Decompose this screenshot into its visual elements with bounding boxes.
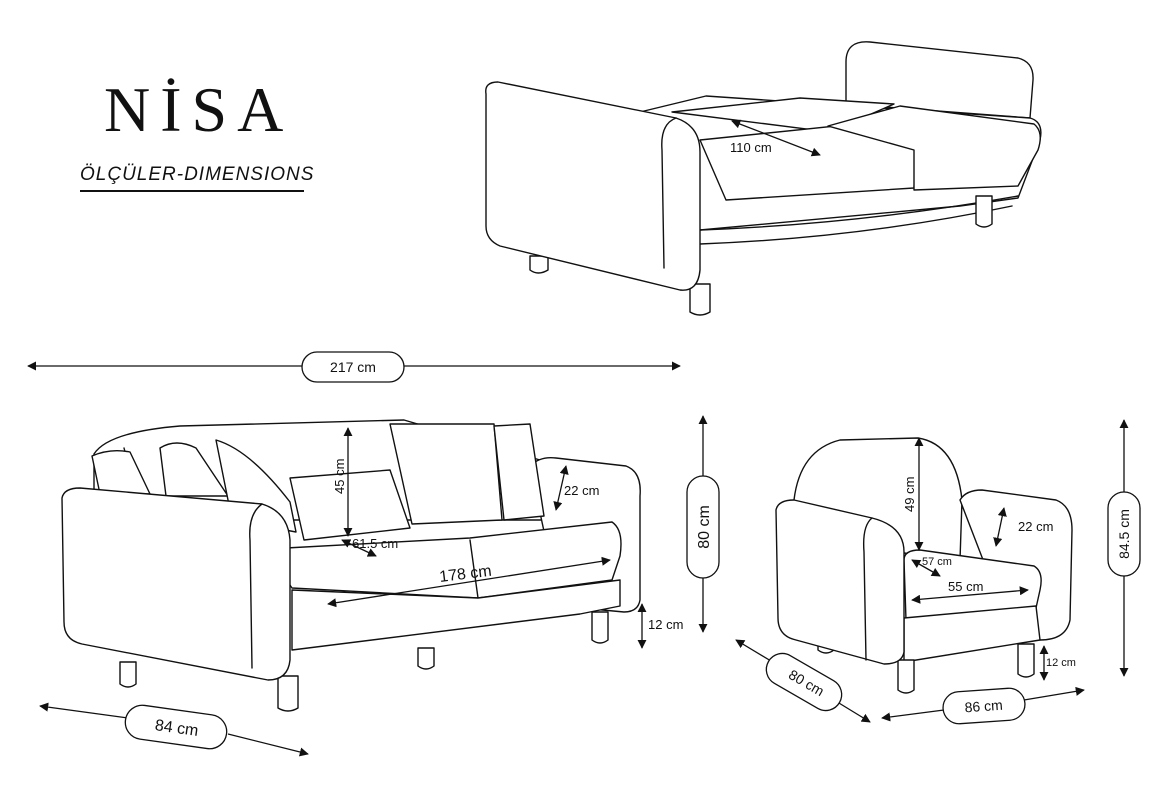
armchair-seat-width-label: 55 cm — [948, 579, 983, 594]
sofa-width-dimension: 217 cm — [27, 351, 681, 383]
sofa-illustration — [61, 419, 641, 712]
subtitle: ÖLÇÜLER-DIMENSIONS — [80, 164, 315, 185]
brand-name: NİSA — [104, 74, 294, 145]
sofa-depth-label: 84 cm — [154, 717, 200, 740]
bed-depth-dimension-line — [731, 119, 821, 157]
sofa-height-dimension: 80 cm — [686, 415, 720, 633]
sofa-armrest-label: 22 cm — [564, 483, 599, 498]
armchair-leg-height-label: 12 cm — [1046, 657, 1076, 669]
armchair-seat-depth-label: 57 cm — [922, 556, 952, 568]
sofa-bed-illustration: 110 cm — [485, 41, 1042, 316]
sofa-width-label: 217 cm — [330, 359, 376, 375]
bed-depth-label: 110 cm — [730, 140, 772, 155]
subtitle-underline — [80, 190, 304, 192]
armchair-back-height-label: 49 cm — [902, 477, 917, 512]
sofa-seat-depth-label: 61.5 cm — [352, 536, 398, 551]
sofa-leg-height-label: 12 cm — [648, 617, 683, 632]
sofa-back-height-label: 45 cm — [332, 459, 347, 494]
armchair-armrest-label: 22 cm — [1018, 519, 1053, 534]
armchair-height-dimension: 84.5 cm — [1107, 419, 1141, 677]
sofa-depth-dimension: 84 cm — [39, 702, 309, 757]
sofa-seat-width-label: 178 cm — [438, 563, 492, 586]
armchair-height-label: 84.5 cm — [1116, 509, 1132, 559]
armchair-width-dimension: 86 cm — [881, 686, 1085, 725]
armchair-width-label: 86 cm — [964, 697, 1003, 716]
sofa-height-label: 80 cm — [696, 505, 713, 549]
